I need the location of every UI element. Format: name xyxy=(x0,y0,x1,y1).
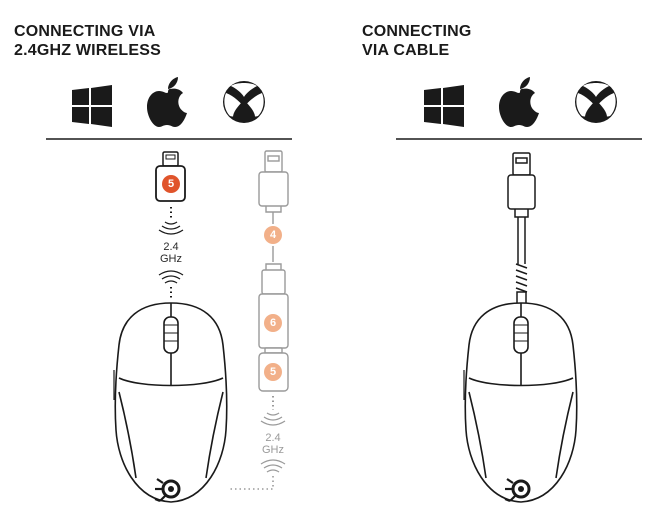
frequency-label-line1: 2.4 xyxy=(163,241,179,253)
mouse-right xyxy=(463,302,578,503)
apple-icon xyxy=(147,77,187,127)
usb-cable xyxy=(507,152,536,305)
signal-waves-up-icon xyxy=(158,270,184,284)
brand-logo-icon xyxy=(154,478,181,503)
windows-icon xyxy=(72,85,112,127)
extension-frequency-line1: 2.4 xyxy=(265,432,281,444)
extension-frequency-label: 2.4 GHz xyxy=(253,432,293,456)
mouse-left xyxy=(113,302,228,503)
left-heading: CONNECTING VIA 2.4GHZ WIRELESS xyxy=(14,22,161,60)
extension-frequency-line2: GHz xyxy=(262,444,284,456)
right-heading-line1: CONNECTING xyxy=(362,23,472,40)
signal-waves-down-icon xyxy=(158,221,184,235)
extension-waves-down-icon xyxy=(260,412,286,426)
left-heading-line2: 2.4GHZ WIRELESS xyxy=(14,42,162,59)
frequency-label: 2.4 GHz xyxy=(151,241,191,265)
extension-waves-up-icon xyxy=(260,459,286,473)
extension-badge-4: 4 xyxy=(264,226,282,244)
right-heading-line2: VIA CABLE xyxy=(362,42,450,59)
left-heading-line1: CONNECTING VIA xyxy=(14,23,156,40)
apple-icon-right xyxy=(499,77,539,127)
right-heading: CONNECTING VIA CABLE xyxy=(362,22,472,60)
dongle-badge: 5 xyxy=(162,175,180,193)
extension-dotted-path xyxy=(230,476,274,490)
brand-logo-icon-right xyxy=(504,478,531,503)
frequency-label-line2: GHz xyxy=(160,253,182,265)
windows-icon-right xyxy=(424,85,464,127)
extension-badge-5: 5 xyxy=(264,363,282,381)
extension-cable xyxy=(258,150,289,392)
xbox-icon xyxy=(223,81,265,123)
xbox-icon-right xyxy=(575,81,617,123)
extension-badge-6: 6 xyxy=(264,314,282,332)
